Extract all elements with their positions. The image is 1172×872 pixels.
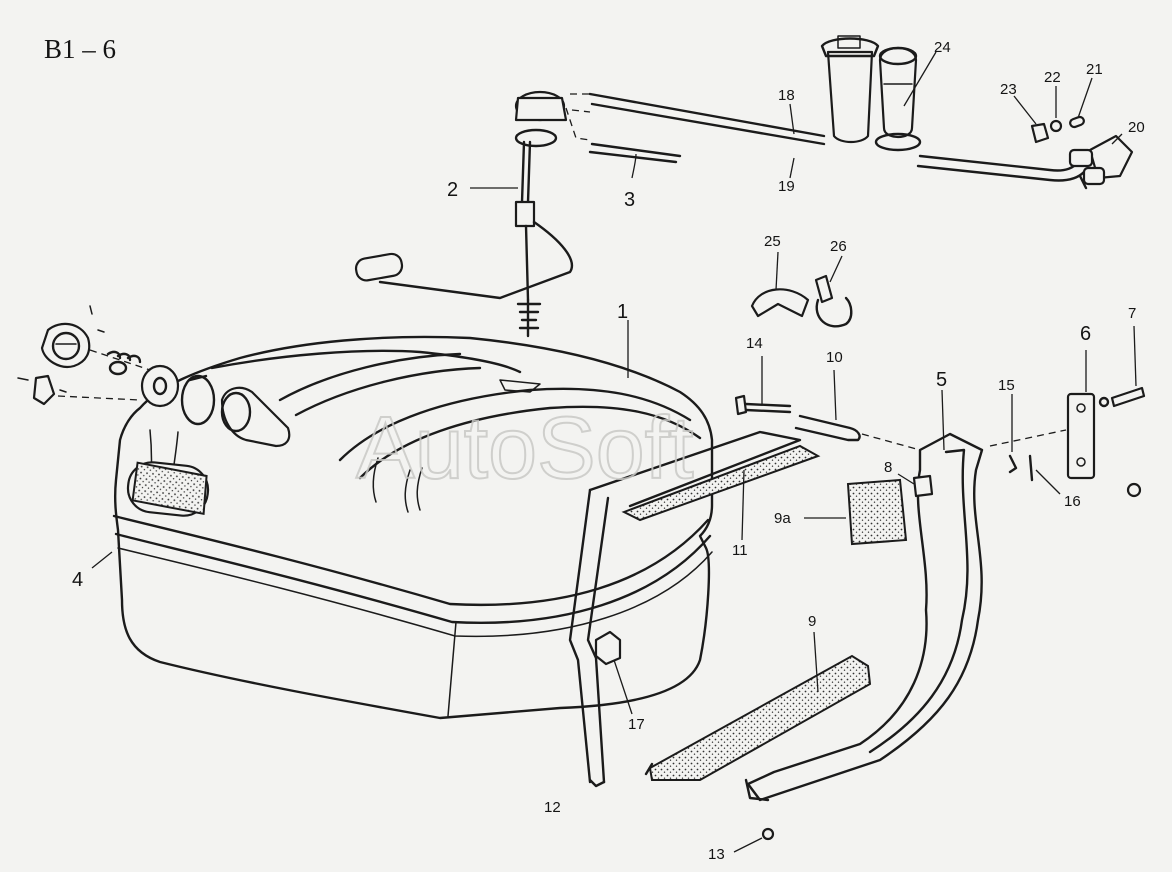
callout-9a: 9a <box>774 510 791 527</box>
callout-labels: 2 3 1 4 5 6 7 8 9 9a 10 11 12 13 14 15 1… <box>72 39 1145 863</box>
callout-17: 17 <box>628 716 645 733</box>
callout-8: 8 <box>884 459 892 476</box>
diagram-title: B1 – 6 <box>44 34 116 64</box>
callout-6: 6 <box>1080 323 1091 345</box>
fuel-level-sender <box>354 90 682 338</box>
callout-26: 26 <box>830 238 847 255</box>
callout-9: 9 <box>808 613 816 630</box>
callout-21: 21 <box>1086 61 1103 78</box>
callout-25: 25 <box>764 233 781 250</box>
fuel-lines-and-filter <box>570 35 1134 190</box>
callout-leaders <box>91 51 1137 853</box>
callout-24: 24 <box>934 39 951 56</box>
fuel-tank <box>112 335 714 720</box>
callout-7: 7 <box>1128 305 1136 322</box>
callout-20: 20 <box>1128 119 1145 136</box>
tank-straps <box>568 386 1146 841</box>
fasteners <box>734 274 1067 451</box>
callout-1: 1 <box>617 301 628 323</box>
callout-16: 16 <box>1064 493 1081 510</box>
filler-cap-parts <box>17 305 216 426</box>
callout-10: 10 <box>826 349 843 366</box>
callout-14: 14 <box>746 335 763 352</box>
callout-18: 18 <box>778 87 795 104</box>
callout-19: 19 <box>778 178 795 195</box>
callout-4: 4 <box>72 569 83 591</box>
callout-12: 12 <box>544 799 561 816</box>
callout-22: 22 <box>1044 69 1061 86</box>
callout-23: 23 <box>1000 81 1017 98</box>
callout-15: 15 <box>998 377 1015 394</box>
callout-11: 11 <box>732 542 748 559</box>
callout-3: 3 <box>624 189 635 211</box>
callout-5: 5 <box>936 369 947 391</box>
callout-2: 2 <box>447 179 458 201</box>
watermark: AutoSoft <box>356 398 694 497</box>
callout-13: 13 <box>708 846 725 863</box>
